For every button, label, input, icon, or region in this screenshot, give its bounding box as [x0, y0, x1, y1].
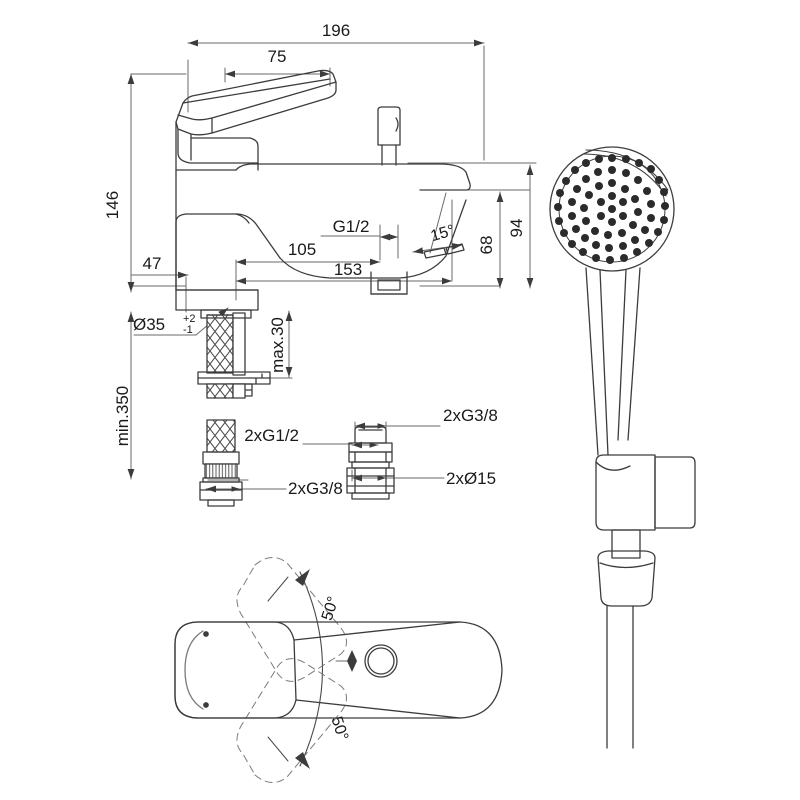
label-hole-tolerance-minus: -1	[183, 324, 193, 336]
label-spout-mid: 105	[288, 240, 316, 259]
label-handset-height-lower: 68	[477, 236, 496, 255]
label-swivel-angle-upper: 50°	[319, 594, 343, 622]
label-fitting-thread-inlet: 2xG1/2	[244, 426, 299, 445]
plan-view-outline	[174, 557, 503, 783]
label-overall-height: 146	[103, 191, 122, 219]
label-fitting-thread-outlet: 2xG3/8	[443, 406, 498, 425]
label-outlet-angle: 15°	[429, 222, 457, 245]
label-base-width: 47	[143, 254, 162, 273]
label-swivel-angle-lower: 50°	[327, 714, 351, 742]
label-fitting-pipe-diameter: 2xØ15	[446, 469, 496, 488]
label-hose-thread: 2xG3/8	[288, 479, 343, 498]
spray-nozzles	[554, 154, 669, 264]
dimension-lines-elevation	[127, 39, 537, 493]
label-max-thickness: max.30	[268, 317, 287, 373]
shank-and-hose	[197, 309, 271, 507]
dimension-labels: 196 75 146 47 105 153 G1/2 15° 68 94 max…	[103, 21, 526, 743]
label-handle-length: 75	[268, 47, 287, 66]
label-overall-length: 196	[322, 21, 350, 40]
fitting-detail-outline	[346, 426, 395, 500]
label-hole-tolerance-plus: +2	[183, 313, 196, 325]
label-spout-length: 153	[334, 260, 362, 279]
label-handset-height-upper: 94	[507, 219, 526, 238]
dimension-lines-fitting	[302, 421, 445, 482]
handset-outline	[549, 146, 696, 749]
faucet-elevation-outline	[175, 69, 471, 311]
label-thread-outlet: G1/2	[333, 217, 370, 236]
label-min-hose-length: min.350	[113, 386, 132, 446]
label-hole-diameter: Ø35	[133, 315, 165, 334]
